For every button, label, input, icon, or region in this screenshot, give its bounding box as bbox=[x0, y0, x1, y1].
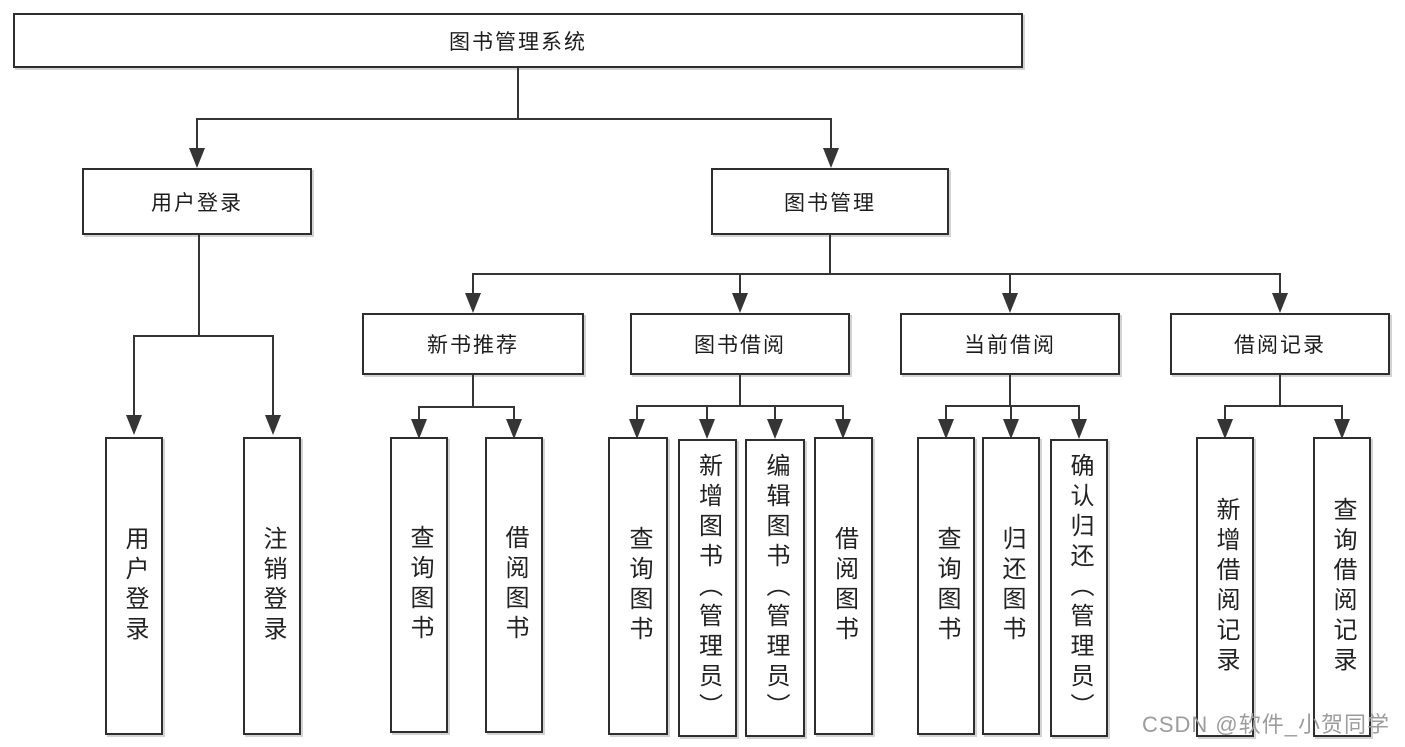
arrowhead-down-icon bbox=[1002, 293, 1018, 313]
arrowhead-down-icon bbox=[506, 419, 522, 439]
connector-hline bbox=[636, 405, 844, 407]
connector-vline bbox=[472, 375, 474, 406]
connector-vline bbox=[1009, 375, 1011, 405]
node-borrow-books-recommend: 借阅图书 bbox=[485, 437, 543, 733]
connector-vline bbox=[472, 273, 474, 295]
arrowhead-down-icon bbox=[699, 419, 715, 439]
node-label: 查询图书 bbox=[933, 526, 960, 646]
connector-vline bbox=[1279, 375, 1281, 405]
node-book-borrowing: 图书借阅 bbox=[630, 313, 850, 375]
connector-vline bbox=[739, 273, 741, 295]
node-add-borrow-record: 新增借阅记录 bbox=[1196, 437, 1254, 737]
node-label: 当前借阅 bbox=[964, 334, 1056, 357]
connector-vline bbox=[1341, 405, 1343, 419]
node-query-borrow-record: 查询借阅记录 bbox=[1313, 437, 1371, 737]
node-label: 图书管理 bbox=[784, 191, 876, 215]
arrowhead-down-icon bbox=[1003, 419, 1019, 439]
node-label: 查询借阅记录 bbox=[1329, 497, 1356, 677]
node-new-book-recommendation: 新书推荐 bbox=[362, 313, 584, 375]
node-label: 用户登录 bbox=[151, 191, 243, 215]
arrowhead-down-icon bbox=[1217, 419, 1233, 439]
node-current-borrowing: 当前借阅 bbox=[900, 313, 1120, 375]
connector-hline bbox=[133, 335, 273, 337]
node-label: 新书推荐 bbox=[427, 334, 519, 357]
arrowhead-down-icon bbox=[126, 415, 142, 435]
arrowhead-down-icon bbox=[411, 419, 427, 439]
node-query-books-current: 查询图书 bbox=[917, 437, 975, 735]
arrowhead-down-icon bbox=[1334, 419, 1350, 439]
node-label: 注销登录 bbox=[259, 526, 286, 646]
connector-vline bbox=[945, 405, 947, 419]
connector-vline bbox=[1224, 405, 1226, 419]
node-query-books-borrowing: 查询图书 bbox=[608, 437, 668, 735]
connector-vline bbox=[829, 235, 831, 273]
connector-hline bbox=[472, 273, 1281, 275]
node-library-management-system: 图书管理系统 bbox=[13, 13, 1023, 68]
node-label: 编辑图书（管理员） bbox=[762, 453, 789, 723]
connector-vline bbox=[418, 406, 420, 419]
node-label: 借阅图书 bbox=[501, 525, 528, 645]
arrowhead-down-icon bbox=[835, 419, 851, 439]
node-logout-leaf: 注销登录 bbox=[243, 437, 301, 735]
connector-hline bbox=[418, 406, 515, 408]
node-query-books-recommend: 查询图书 bbox=[390, 437, 448, 733]
node-user-login-leaf: 用户登录 bbox=[105, 437, 163, 735]
arrowhead-down-icon bbox=[938, 419, 954, 439]
connector-vline bbox=[1279, 273, 1281, 295]
connector-vline bbox=[517, 68, 519, 118]
node-book-management: 图书管理 bbox=[711, 168, 949, 235]
node-label: 新增借阅记录 bbox=[1212, 497, 1239, 677]
connector-vline bbox=[513, 406, 515, 419]
arrowhead-down-icon bbox=[1071, 419, 1087, 439]
arrowhead-down-icon bbox=[1272, 293, 1288, 313]
arrowhead-down-icon bbox=[629, 419, 645, 439]
node-user-login: 用户登录 bbox=[82, 168, 312, 235]
node-label: 确认归还（管理员） bbox=[1066, 453, 1093, 723]
node-return-books: 归还图书 bbox=[982, 437, 1040, 735]
node-label: 借阅记录 bbox=[1234, 334, 1326, 357]
node-label: 归还图书 bbox=[998, 526, 1025, 646]
node-borrowing-records: 借阅记录 bbox=[1170, 313, 1390, 375]
node-label: 查询图书 bbox=[625, 526, 652, 646]
csdn-watermark: CSDN @软件_小贺同学 bbox=[1141, 712, 1390, 737]
connector-hline bbox=[945, 405, 1079, 407]
connector-hline bbox=[1224, 405, 1343, 407]
connector-vline bbox=[1010, 405, 1012, 419]
arrowhead-down-icon bbox=[189, 148, 205, 168]
connector-vline bbox=[636, 405, 638, 419]
node-edit-books-admin: 编辑图书（管理员） bbox=[745, 439, 805, 737]
connector-hline bbox=[196, 118, 832, 120]
node-label: 用户登录 bbox=[121, 526, 148, 646]
node-confirm-return-admin: 确认归还（管理员） bbox=[1050, 439, 1108, 737]
connector-vline bbox=[133, 335, 135, 415]
connector-vline bbox=[706, 405, 708, 419]
node-label: 查询图书 bbox=[406, 525, 433, 645]
arrowhead-down-icon bbox=[732, 293, 748, 313]
connector-vline bbox=[196, 118, 198, 150]
connector-vline bbox=[739, 375, 741, 405]
arrowhead-down-icon bbox=[767, 419, 783, 439]
connector-vline bbox=[1009, 273, 1011, 295]
node-borrow-books-leaf: 借阅图书 bbox=[814, 437, 873, 735]
connector-vline bbox=[198, 235, 200, 335]
arrowhead-down-icon bbox=[823, 148, 839, 168]
connector-vline bbox=[1078, 405, 1080, 419]
connector-vline bbox=[842, 405, 844, 419]
node-label: 图书借阅 bbox=[694, 334, 786, 357]
connector-vline bbox=[774, 405, 776, 419]
connector-vline bbox=[830, 118, 832, 150]
node-label: 新增图书（管理员） bbox=[694, 453, 722, 723]
node-label: 借阅图书 bbox=[830, 526, 858, 646]
node-label: 图书管理系统 bbox=[449, 30, 587, 54]
arrowhead-down-icon bbox=[265, 415, 281, 435]
node-add-books-admin: 新增图书（管理员） bbox=[678, 439, 737, 737]
connector-vline bbox=[272, 335, 274, 415]
arrowhead-down-icon bbox=[465, 293, 481, 313]
